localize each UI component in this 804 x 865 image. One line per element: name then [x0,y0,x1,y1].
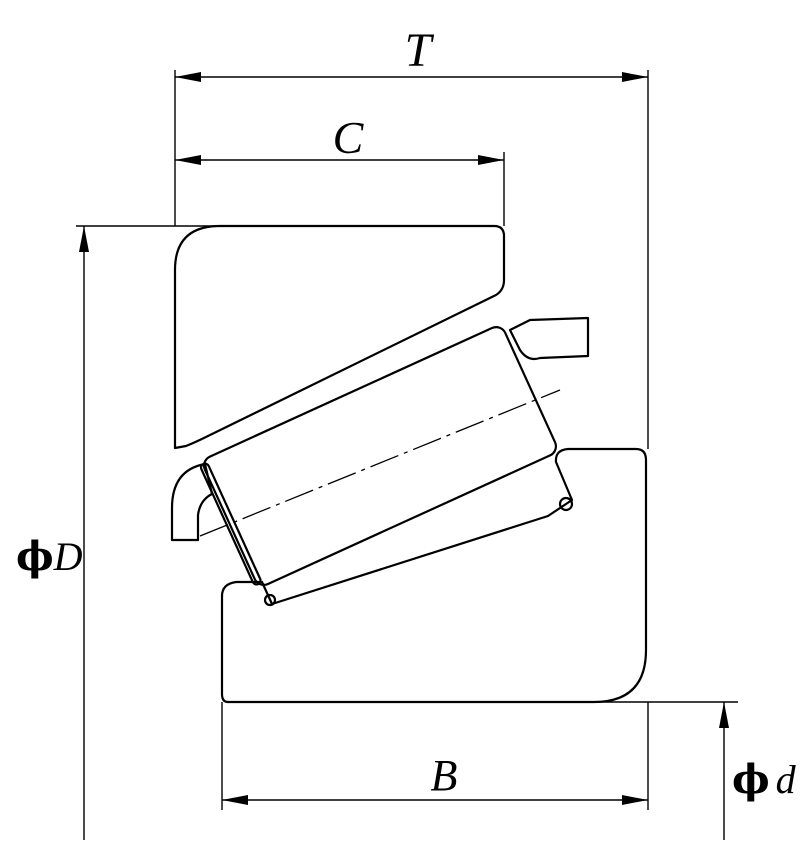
roller-contact-upper [558,496,574,512]
roller [199,326,558,586]
label-B: B [431,751,458,800]
label-D: D [53,534,83,579]
dimension-B [222,795,648,805]
cage-upper [508,316,590,361]
roller-contact-lower [263,593,277,607]
phi-symbol-D: ϕ [16,533,54,580]
dimension-T [175,72,648,82]
phi-symbol-d: ϕ [732,756,770,803]
dimension-phi-D [79,226,89,840]
label-T: T [405,24,435,77]
outer-ring [173,224,506,450]
label-phi-D: ϕD [16,533,83,580]
dimension-phi-d [719,702,729,840]
cage-lower [170,462,214,542]
label-d: d [776,757,797,802]
dimension-C [175,155,504,165]
roller-centerline [199,389,561,537]
inner-ring [220,447,648,704]
label-C: C [333,112,365,163]
